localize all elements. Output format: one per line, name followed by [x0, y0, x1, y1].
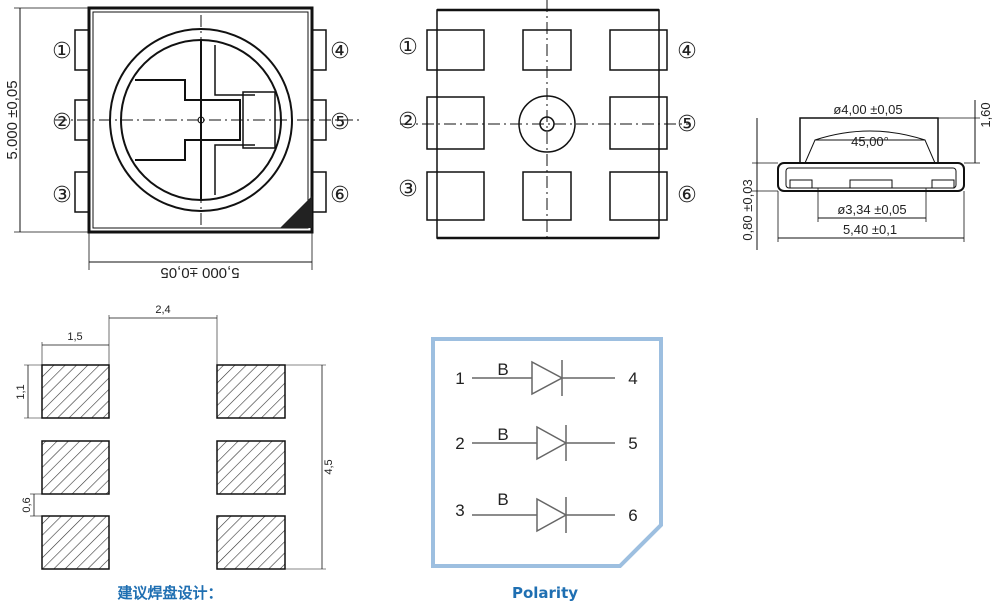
- pin-label: ⑥: [677, 183, 697, 208]
- side-view-labels: ø4,00 ±0,05 45,00° ø3,34 ±0,05 5,40 ±0,1…: [740, 102, 993, 241]
- dim-pad-width: 1,5: [67, 331, 82, 343]
- pin-number: 6: [628, 506, 637, 525]
- polarity-border: [431, 337, 663, 568]
- dim-body-width: 5,40 ±0,1: [843, 222, 897, 237]
- dim-width-label: 5,000 ±0,05: [160, 264, 239, 281]
- dim-lens-top: ø4,00 ±0,05: [833, 102, 902, 117]
- dim-body-height: 0,80 ±0,03: [740, 179, 755, 240]
- pin-number: 5: [628, 434, 637, 453]
- dim-gap: 0,6: [21, 497, 33, 512]
- pin-label: ③: [52, 183, 72, 208]
- footprint-drawing: [24, 315, 326, 570]
- dim-total-height: 1,60: [978, 102, 993, 127]
- pin-label: ②: [398, 109, 418, 134]
- dim-pitch: 2,4: [155, 304, 170, 316]
- polarity-caption: Polarity: [512, 584, 578, 602]
- pin-label: ⑥: [330, 183, 350, 208]
- pin-label: ⑤: [677, 112, 697, 137]
- polarity-box: [431, 337, 663, 568]
- pin-number: 3: [455, 501, 464, 520]
- pin-number: 1: [455, 369, 464, 388]
- dim-angle: 45,00°: [851, 134, 889, 149]
- pin-label: ①: [52, 39, 72, 64]
- footprint-caption: 建议焊盘设计：: [117, 584, 222, 602]
- dim-lens-bottom: ø3,34 ±0,05: [837, 202, 906, 217]
- top-view-drawing: [14, 6, 360, 270]
- dim-pad-height: 1,1: [15, 384, 27, 399]
- pin-label: ④: [330, 39, 350, 64]
- bottom-view-drawing: [400, 0, 690, 240]
- diode-label: B: [497, 490, 508, 509]
- pin-label: ④: [677, 39, 697, 64]
- pin-label: ②: [52, 110, 72, 135]
- polarity-labels: 1 B 4 2 B 5 3 B 6 Polarity: [455, 360, 637, 602]
- dim-total-height: 4,5: [323, 459, 335, 474]
- pin-label: ①: [398, 35, 418, 60]
- diode-label: B: [497, 425, 508, 444]
- side-view-drawing: [752, 100, 980, 250]
- pin-number: 2: [455, 434, 464, 453]
- polarity-diodes: [472, 360, 615, 533]
- pin-label: ⑤: [330, 110, 350, 135]
- pin-label: ③: [398, 177, 418, 202]
- dim-height-label: 5.000 ±0,05: [4, 80, 21, 159]
- footprint-labels: 2,4 1,5 1,1 4,5 0,6 建议焊盘设计：: [15, 304, 335, 602]
- top-view-labels: ① ② ③ ④ ⑤ ⑥ 5.000 ±0,05 5,000 ±0,05: [4, 39, 350, 281]
- pin-number: 4: [628, 369, 637, 388]
- diode-label: B: [497, 360, 508, 379]
- bottom-view-labels: ① ② ③ ④ ⑤ ⑥: [398, 35, 697, 208]
